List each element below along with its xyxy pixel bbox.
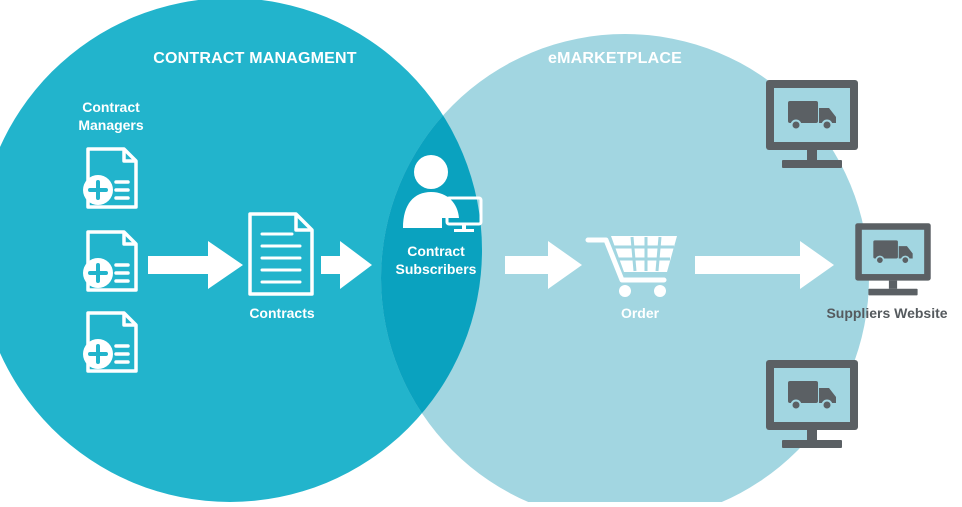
arrow-right-icon bbox=[505, 241, 582, 289]
arrow-right-icon bbox=[148, 241, 243, 289]
emarketplace-title: eMARKETPLACE bbox=[548, 50, 682, 67]
contract-subscribers-label: Contract Subscribers bbox=[395, 243, 477, 277]
shopping-cart-icon bbox=[585, 236, 677, 297]
order-label: Order bbox=[620, 305, 660, 321]
arrow-right-icon bbox=[321, 241, 372, 289]
suppliers-website-label: Suppliers Website bbox=[826, 305, 948, 321]
contract-management-title: CONTRACT MANAGMENT bbox=[153, 50, 357, 67]
arrow-right-icon bbox=[695, 241, 834, 289]
contracts-label: Contracts bbox=[249, 305, 315, 321]
contract-managers-label: Contract Managers bbox=[78, 99, 144, 133]
contract-management-circle bbox=[0, 0, 482, 502]
document-icon bbox=[248, 212, 314, 296]
user-monitor-icon bbox=[403, 155, 483, 232]
